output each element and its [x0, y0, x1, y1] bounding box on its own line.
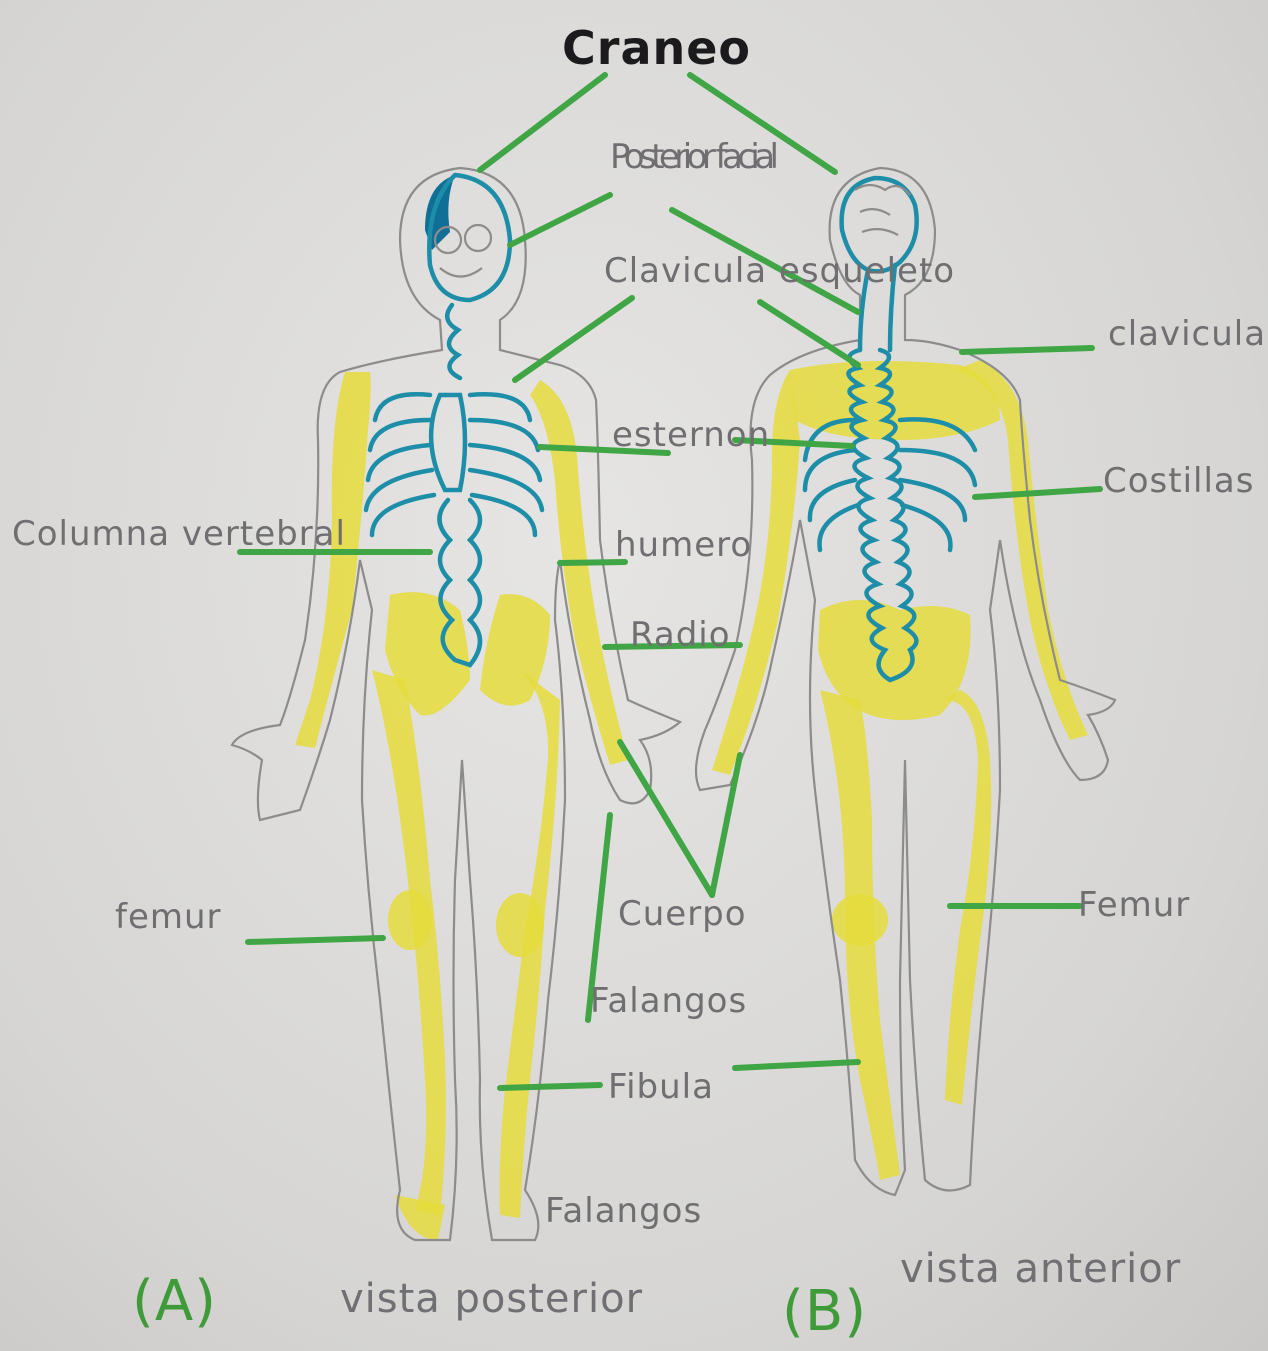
label-falangos-bottom: Falangos [545, 1191, 702, 1231]
label-femur-left: femur [115, 897, 222, 937]
caption-a-letter: (A) [132, 1269, 217, 1334]
label-posterior-facial: Posterior facial [610, 137, 780, 177]
label-costillas: Costillas [1103, 461, 1254, 501]
label-femur-right: Femur [1078, 885, 1190, 925]
figure-a-skeleton [366, 175, 542, 665]
caption-b-text: vista anterior [900, 1246, 1181, 1292]
label-humero: humero [615, 525, 752, 565]
figure-b [696, 168, 1115, 1195]
label-fibula: Fibula [608, 1067, 714, 1107]
figure-a-bones [295, 372, 628, 1240]
label-posterior-facial-text: Posterior facial [610, 137, 780, 177]
captions: (A) vista posterior (B) vista anterior [132, 1246, 1181, 1344]
caption-b-letter: (B) [782, 1279, 867, 1344]
label-cuerpo: Cuerpo [618, 894, 747, 934]
label-esternon: esternon [612, 415, 770, 455]
label-radio: Radio [630, 615, 731, 655]
labels: Craneo Posterior facial Clavicula esquel… [12, 21, 1266, 1231]
label-clavicula-esqueleto: Clavicula esqueleto [604, 251, 955, 291]
caption-a-text: vista posterior [340, 1276, 643, 1322]
label-craneo: Craneo [562, 21, 751, 75]
label-columna-vertebral: Columna vertebral [12, 514, 346, 554]
label-falangos-mid: Falangos [590, 981, 747, 1021]
label-clavicula-right: clavicula [1108, 314, 1266, 354]
